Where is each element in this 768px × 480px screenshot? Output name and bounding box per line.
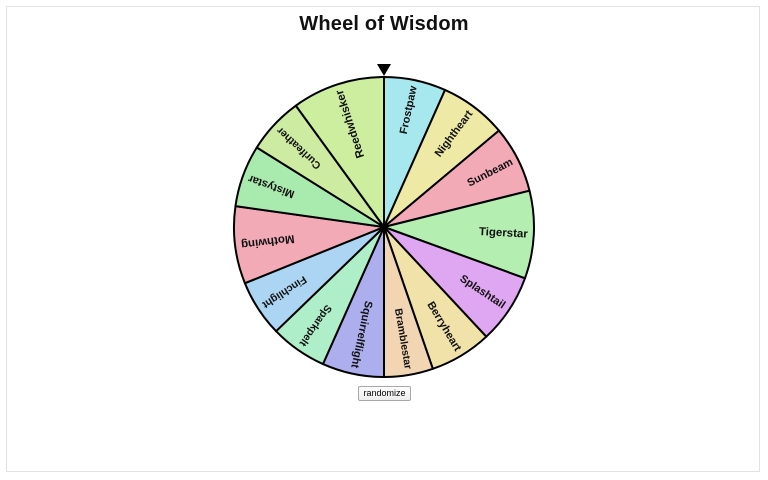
pointer-triangle <box>377 64 391 76</box>
wheel-segment-tigerstar[interactable] <box>383 189 535 280</box>
wheel-segment-label: Tigerstar <box>479 226 529 241</box>
wheel-segments[interactable] <box>233 76 535 378</box>
randomize-button[interactable]: randomize <box>358 386 411 401</box>
wheel-segment-reedwhisker[interactable] <box>294 76 385 228</box>
page-title: Wheel of Wisdom <box>299 13 469 35</box>
